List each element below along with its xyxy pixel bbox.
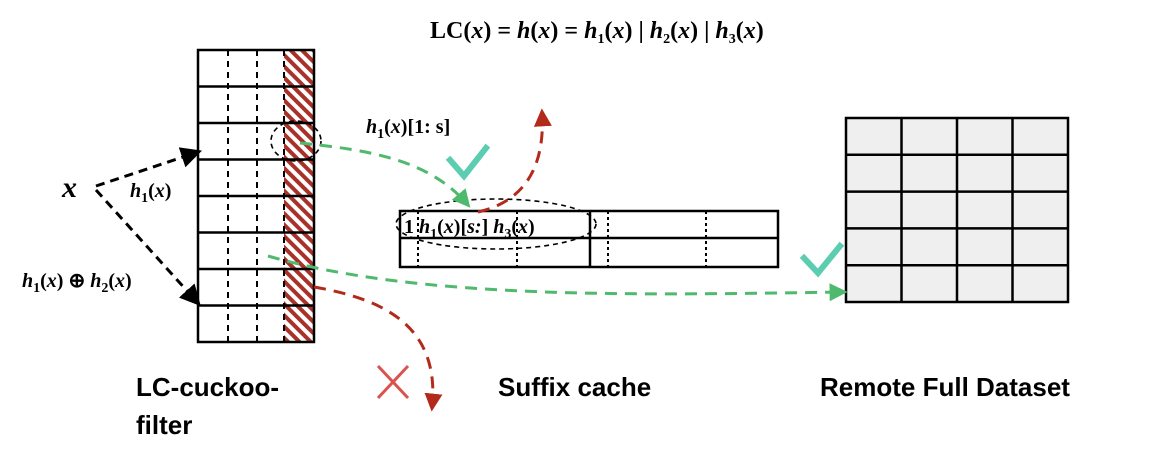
cache-entry: 1 h1(x)[s:] h3(x)	[404, 216, 535, 242]
flow-filter-to-remote	[267, 254, 848, 302]
suffix-cache: 1 h1(x)[s:] h3(x)	[395, 198, 780, 269]
label-prefix: h1(x)[1: s]	[366, 116, 450, 142]
caption-remote: Remote Full Dataset	[820, 372, 1070, 402]
check-icon	[799, 241, 845, 278]
check-icon	[445, 143, 491, 181]
input-variable: x	[61, 171, 77, 204]
filter-row-lines	[198, 85, 314, 307]
filter-highlight-ellipse	[270, 120, 322, 162]
edge-h1	[95, 147, 202, 188]
cache-highlight-ellipse	[395, 198, 597, 250]
label-xor-edge: h1(x) ⊕ h2(x)	[22, 270, 132, 296]
caption-filter-line1: LC-cuckoo-	[136, 372, 279, 402]
flow-filter-to-cache	[299, 141, 471, 208]
flow-cache-up	[477, 108, 552, 214]
remote-dataset-grid	[844, 116, 1070, 304]
lc-cuckoo-filter	[196, 48, 322, 344]
formula: LC(x) = h(x) = h1(x) | h2(x) | h3(x)	[430, 18, 764, 47]
edge-h1-xor-h2	[94, 188, 201, 307]
caption-cache: Suffix cache	[498, 372, 651, 402]
caption-filter-line2: filter	[136, 410, 192, 440]
flow-filter-down	[313, 285, 443, 412]
filter-slot-dividers	[227, 50, 285, 342]
label-h1-edge: h1(x)	[130, 180, 171, 206]
cross-icon	[376, 364, 410, 400]
